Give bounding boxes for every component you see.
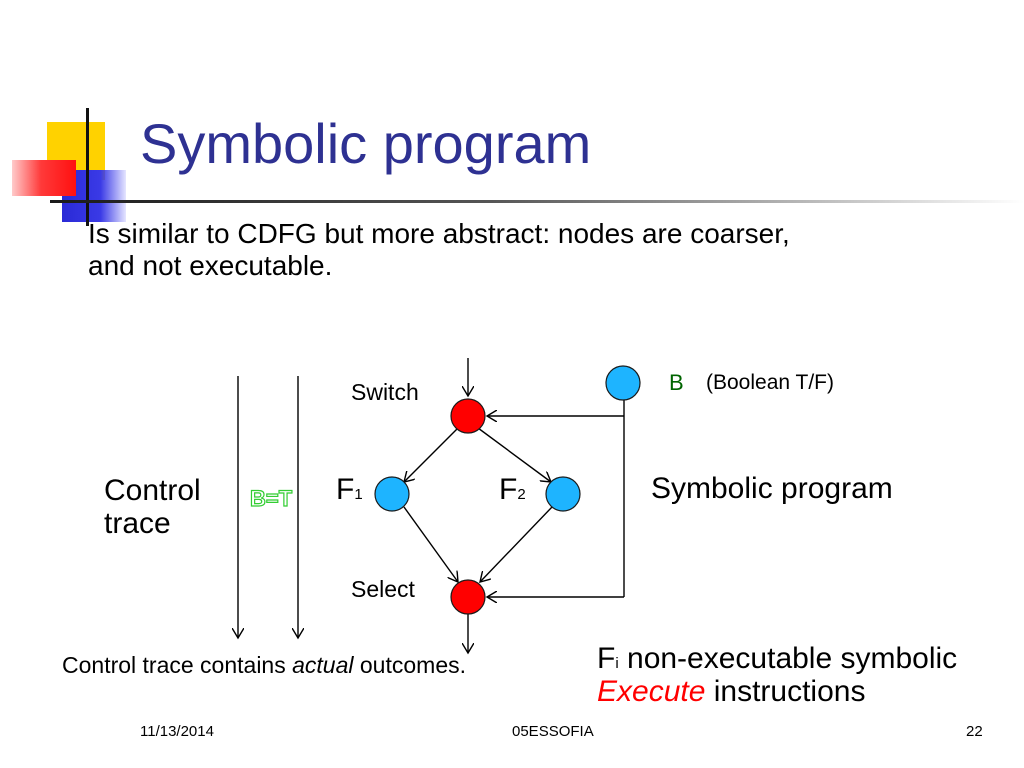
bullet-line-1: Is similar to CDFG but more abstract: no…	[88, 218, 790, 249]
bullet-line-2: and not executable.	[88, 250, 333, 281]
select-label: Select	[351, 576, 415, 602]
b-description: (Boolean T/F)	[706, 371, 834, 394]
symbolic-program-label: Symbolic program	[651, 472, 893, 505]
title-underline	[50, 200, 1024, 203]
decor-vertical-line	[86, 108, 89, 226]
edge-switch-f2	[477, 427, 551, 482]
edge-switch-f1	[404, 427, 459, 482]
bullet-text: Is similar to CDFG but more abstract: no…	[88, 218, 988, 282]
slide-title: Symbolic program	[140, 112, 592, 175]
fi-note: Fi non-executable symbolic	[597, 642, 958, 675]
edge-f1-select	[403, 506, 458, 582]
select-node	[450, 579, 486, 615]
b-label: B	[669, 370, 684, 395]
execute-note: Execute instructions	[597, 675, 866, 708]
switch-node	[450, 398, 486, 434]
footer-date: 11/13/2014	[140, 723, 214, 740]
switch-label: Switch	[351, 379, 419, 405]
control-trace-label: Control trace	[104, 474, 201, 540]
f2-node	[545, 476, 581, 512]
page-number: 22	[966, 723, 983, 740]
control-trace-note: Control trace contains actual outcomes.	[62, 652, 466, 678]
footer-center: 05ESSOFIA	[512, 723, 594, 740]
b-node	[605, 365, 641, 401]
f2-label: F2	[499, 473, 526, 506]
edge-f2-select	[480, 506, 553, 582]
decor-red-bar	[12, 160, 76, 196]
b-equals-t-label: B=T	[249, 485, 293, 511]
f1-node	[374, 476, 410, 512]
f1-label: F1	[336, 473, 363, 506]
